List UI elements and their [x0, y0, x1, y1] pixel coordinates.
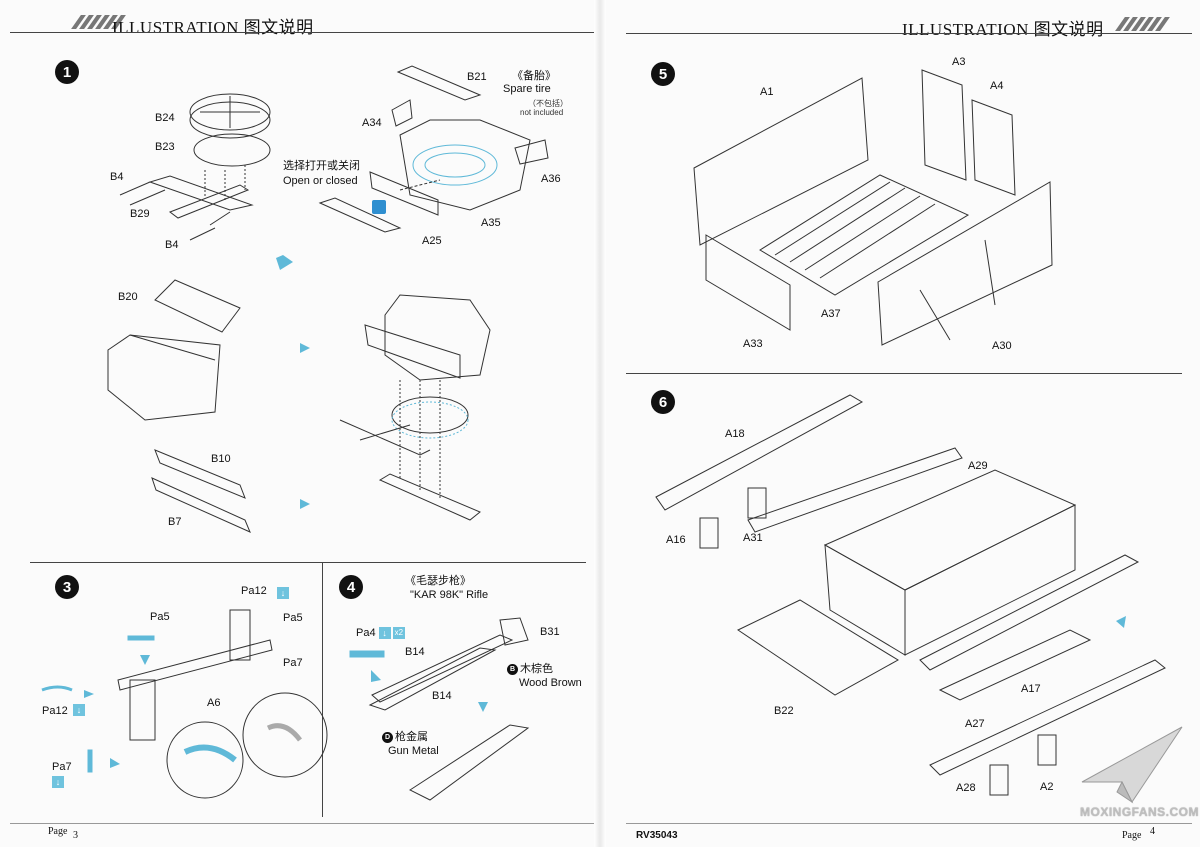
part-label: A17 — [1021, 683, 1041, 695]
part-label: A1 — [760, 86, 774, 98]
part-label: A28 — [956, 782, 976, 794]
divider-step1 — [30, 562, 586, 563]
footer-page-label-right: Page — [1122, 830, 1142, 841]
part-label: Pa5 — [283, 612, 303, 624]
watermark-text: MOXINGFANS.COM — [1080, 805, 1200, 819]
rifle-drawing — [349, 617, 530, 801]
step-6-badge: 6 — [651, 390, 675, 414]
part-label: B14 — [405, 646, 425, 658]
blue-direction-arrows — [84, 255, 1126, 768]
paint-code-icon: D — [382, 731, 393, 743]
part-label: A29 — [968, 460, 988, 472]
part-label: B31 — [540, 626, 560, 638]
footer-rule-left — [10, 823, 594, 824]
footer-page-number-left: 3 — [73, 830, 78, 841]
part-label: A31 — [743, 532, 763, 544]
page-right — [600, 0, 1200, 847]
step-1-badge: 1 — [55, 60, 79, 84]
open-closed-en: Open or closed — [283, 175, 358, 187]
part-label: B20 — [118, 291, 138, 303]
part-label: A37 — [821, 308, 841, 320]
part-label: A35 — [481, 217, 501, 229]
part-label: Pa5 — [150, 611, 170, 623]
step-3-badge: 3 — [55, 575, 79, 599]
frame-drawing — [655, 394, 1166, 796]
rifle-title-cn: 《毛瑟步枪》 — [405, 575, 471, 587]
part-label: B24 — [155, 112, 175, 124]
open-closed-icon — [372, 200, 386, 214]
part-label: B22 — [774, 705, 794, 717]
paint-wood-cn: 木棕色 — [520, 663, 553, 675]
step-4-badge: 4 — [339, 575, 363, 599]
spare-tire-note-en: not included — [520, 108, 564, 117]
page-left — [0, 0, 600, 847]
footer-rule-right — [626, 823, 1192, 824]
part-label: A16 — [666, 534, 686, 546]
part-label: A2 — [1040, 781, 1054, 793]
part-label: B21 — [467, 71, 487, 83]
part-label: B23 — [155, 141, 175, 153]
quantity-badge: x2 — [392, 627, 406, 640]
part-label: A27 — [965, 718, 985, 730]
photo-etch-icon: ↓ — [52, 776, 64, 788]
part-label: A34 — [362, 117, 382, 129]
part-label: A25 — [422, 235, 442, 247]
part-label: B4 — [110, 171, 124, 183]
spare-wheel-holder-drawing — [119, 93, 271, 241]
moxingfans-logo — [1081, 726, 1183, 804]
product-code: RV35043 — [636, 830, 678, 841]
part-label: B29 — [130, 208, 150, 220]
part-label: A30 — [992, 340, 1012, 352]
part-label: Pa7 — [52, 761, 72, 773]
part-label: A3 — [952, 56, 966, 68]
part-label: A4 — [990, 80, 1004, 92]
part-label: Pa12 — [241, 585, 267, 597]
spare-tire-note-cn: （不包括） — [528, 99, 568, 108]
part-label: Pa7 — [283, 657, 303, 669]
spare-tire-cn: 《备胎》 — [512, 70, 556, 82]
tire-box-drawing — [318, 65, 549, 233]
assembled-box-drawing — [339, 294, 491, 521]
paint-wood-en: Wood Brown — [519, 677, 582, 689]
part-label: A36 — [541, 173, 561, 185]
photo-etch-icon: ↓ — [73, 704, 85, 716]
divider-step3-4 — [322, 562, 323, 817]
paint-code-icon: B — [507, 663, 518, 675]
truck-bed-drawing — [693, 69, 1053, 346]
footer-page-number-right: 4 — [1150, 826, 1155, 837]
step-5-badge: 5 — [651, 62, 675, 86]
box-with-lid-drawing — [107, 279, 241, 421]
paint-gun-cn: 枪金属 — [395, 731, 428, 743]
part-label: A6 — [207, 697, 221, 709]
open-closed-cn: 选择打开或关闭 — [283, 160, 360, 172]
part-label: B4 — [165, 239, 179, 251]
rifle-title-en: "KAR 98K" Rifle — [410, 589, 489, 601]
part-label: A33 — [743, 338, 763, 350]
part-label-pa4: Pa4 ↓x2 — [356, 627, 406, 640]
step3-drawing — [41, 609, 328, 799]
header-title-right: ILLUSTRATION 图文说明 — [902, 20, 1104, 39]
spare-tire-en: Spare tire — [503, 83, 551, 95]
page-gutter — [594, 0, 606, 847]
divider-step5 — [626, 373, 1182, 374]
part-label: Pa4 — [356, 627, 376, 639]
part-label: B10 — [211, 453, 231, 465]
header-rule-right — [626, 33, 1192, 34]
part-label: A18 — [725, 428, 745, 440]
tube-parts-drawing — [151, 449, 251, 533]
paint-gun-en: Gun Metal — [388, 745, 439, 757]
part-label: B7 — [168, 516, 182, 528]
part-label: B14 — [432, 690, 452, 702]
footer-page-label-left: Page — [48, 826, 68, 837]
header-rule-left — [10, 32, 594, 33]
photo-etch-icon: ↓ — [277, 587, 289, 599]
photo-etch-icon: ↓ — [378, 627, 391, 640]
part-label: Pa12 — [42, 705, 68, 717]
